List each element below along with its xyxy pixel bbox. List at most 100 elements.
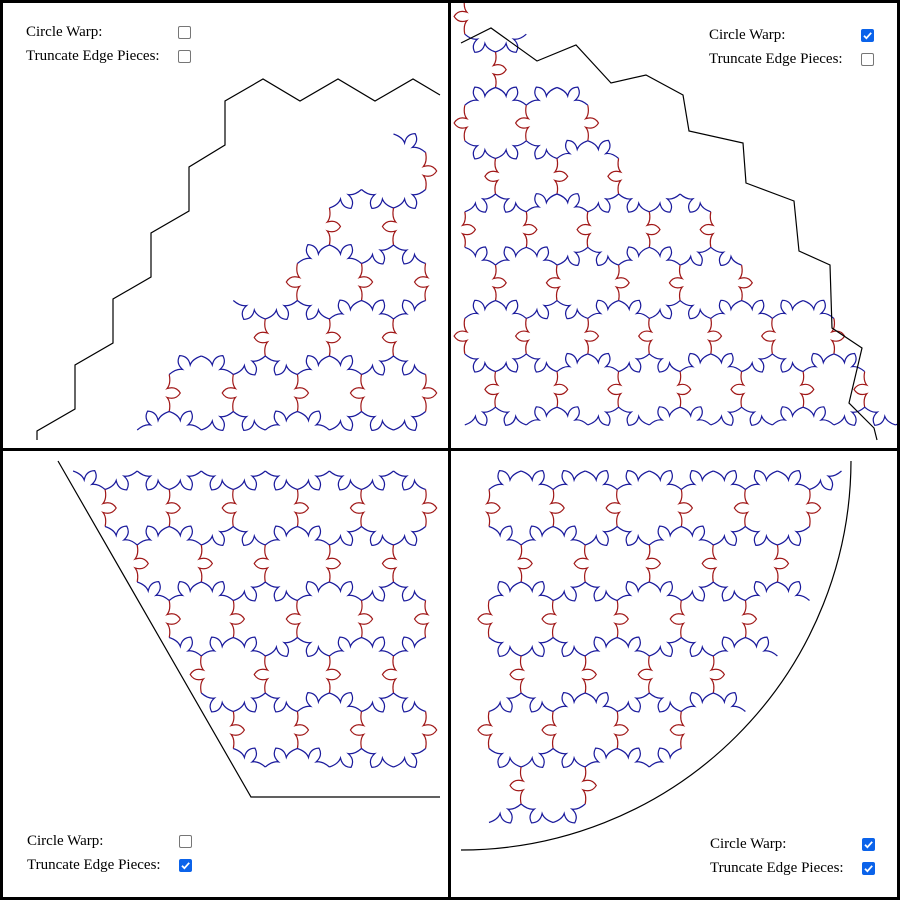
truncate-edge-label: Truncate Edge Pieces:	[710, 860, 844, 876]
puzzle-edge	[393, 636, 426, 657]
puzzle-edge	[169, 410, 202, 431]
puzzle-edge	[197, 544, 214, 583]
puzzle-edge	[393, 526, 426, 547]
puzzle-edge	[253, 655, 270, 694]
puzzle-edge	[297, 747, 330, 768]
puzzle-edge	[329, 299, 362, 320]
puzzle-edge	[680, 691, 714, 712]
puzzle-edge	[253, 318, 270, 357]
puzzle-edge	[297, 580, 330, 601]
puzzle-edge	[679, 246, 712, 267]
circle-warp-checkbox[interactable]	[861, 28, 874, 42]
circle-warp-checkbox[interactable]	[179, 834, 192, 848]
puzzle-edge	[361, 470, 394, 491]
puzzle-edge	[265, 637, 298, 658]
puzzle-edge	[484, 489, 501, 527]
puzzle-edge	[648, 747, 682, 768]
puzzle-edge	[495, 299, 527, 319]
puzzle-edge	[264, 692, 298, 713]
puzzle-edge	[648, 525, 682, 546]
puzzle-edge	[587, 193, 619, 213]
puzzle-edge	[680, 637, 714, 658]
controls: Circle Warp: Truncate Edge Pieces:	[27, 829, 192, 877]
puzzle-edge	[464, 406, 496, 426]
puzzle-edge	[541, 600, 558, 638]
puzzle-edge	[233, 636, 266, 657]
puzzle-edge	[393, 692, 426, 713]
puzzle-edge	[393, 189, 426, 210]
puzzle-edge	[381, 318, 398, 357]
puzzle-edge	[648, 406, 681, 426]
puzzle-edge	[649, 300, 681, 320]
puzzle-edge	[777, 469, 810, 490]
checkmark-icon	[864, 840, 873, 849]
puzzle-edge	[552, 691, 586, 712]
puzzle-edge	[329, 354, 362, 375]
puzzle-edge	[525, 140, 558, 160]
puzzle-edge	[733, 489, 750, 527]
puzzle-edge	[681, 525, 714, 546]
puzzle-edge	[393, 355, 426, 376]
puzzle-edge	[584, 747, 618, 768]
puzzle-edge	[297, 354, 330, 375]
puzzle-edge	[297, 300, 330, 321]
puzzle-edge	[618, 406, 650, 426]
truncate-edge-checkbox[interactable]	[178, 49, 191, 63]
puzzle-edge	[556, 300, 588, 320]
puzzle-edge	[805, 489, 822, 527]
puzzle-edge	[583, 105, 600, 141]
puzzle-edge	[329, 243, 362, 264]
puzzle-edge	[361, 636, 394, 657]
puzzle-edge	[585, 691, 618, 712]
truncate-edge-checkbox[interactable]	[862, 861, 875, 875]
puzzle-edge	[520, 525, 554, 546]
puzzle-edge	[488, 692, 522, 713]
puzzle-edge	[221, 374, 238, 412]
puzzle-edge	[520, 580, 554, 601]
puzzle-edge	[730, 371, 746, 408]
puzzle-edge	[491, 51, 507, 88]
puzzle-edge	[329, 580, 362, 601]
puzzle-edge	[200, 470, 234, 491]
puzzle-edge	[741, 299, 773, 319]
puzzle-edge	[576, 211, 592, 248]
truncate-edge-label: Truncate Edge Pieces:	[26, 48, 160, 64]
circle-warp-checkbox[interactable]	[862, 837, 875, 851]
puzzle-edge	[393, 299, 426, 320]
puzzle-outline	[36, 78, 441, 440]
puzzle-edge	[514, 318, 531, 355]
circle-warp-label: Circle Warp:	[709, 27, 786, 43]
truncate-edge-checkbox[interactable]	[861, 52, 874, 66]
puzzle-edge	[325, 207, 342, 246]
puzzle-edge	[525, 193, 558, 213]
puzzle-edge	[585, 469, 618, 490]
puzzle-edge	[495, 246, 527, 266]
circle-warp-checkbox[interactable]	[178, 25, 191, 39]
puzzle-canvas	[453, 3, 897, 441]
puzzle-edge	[556, 352, 588, 373]
puzzle-edge	[285, 600, 302, 638]
puzzle-edge	[648, 353, 681, 373]
puzzle-edge	[232, 300, 266, 321]
puzzle-edge	[329, 691, 362, 712]
puzzle-edge	[618, 299, 650, 319]
puzzle-edge	[514, 105, 531, 141]
puzzle-edge	[165, 600, 181, 638]
puzzle-edge	[453, 105, 469, 141]
puzzle-edge	[637, 655, 654, 694]
puzzle-edge	[104, 525, 138, 546]
puzzle-edge	[607, 371, 623, 408]
truncate-edge-checkbox[interactable]	[179, 858, 192, 872]
puzzle-edge	[297, 637, 330, 658]
puzzle-edge	[329, 526, 362, 547]
puzzle-edge	[264, 355, 298, 376]
puzzle-edge	[710, 246, 742, 267]
puzzle-edge	[393, 244, 426, 265]
puzzle-edge	[613, 711, 629, 749]
puzzle-edge	[464, 33, 496, 53]
puzzle-edge	[613, 600, 629, 638]
puzzle-edge	[361, 526, 394, 547]
puzzle-edge	[495, 193, 527, 213]
puzzle-edge	[552, 469, 586, 490]
puzzle-edge	[201, 580, 234, 601]
